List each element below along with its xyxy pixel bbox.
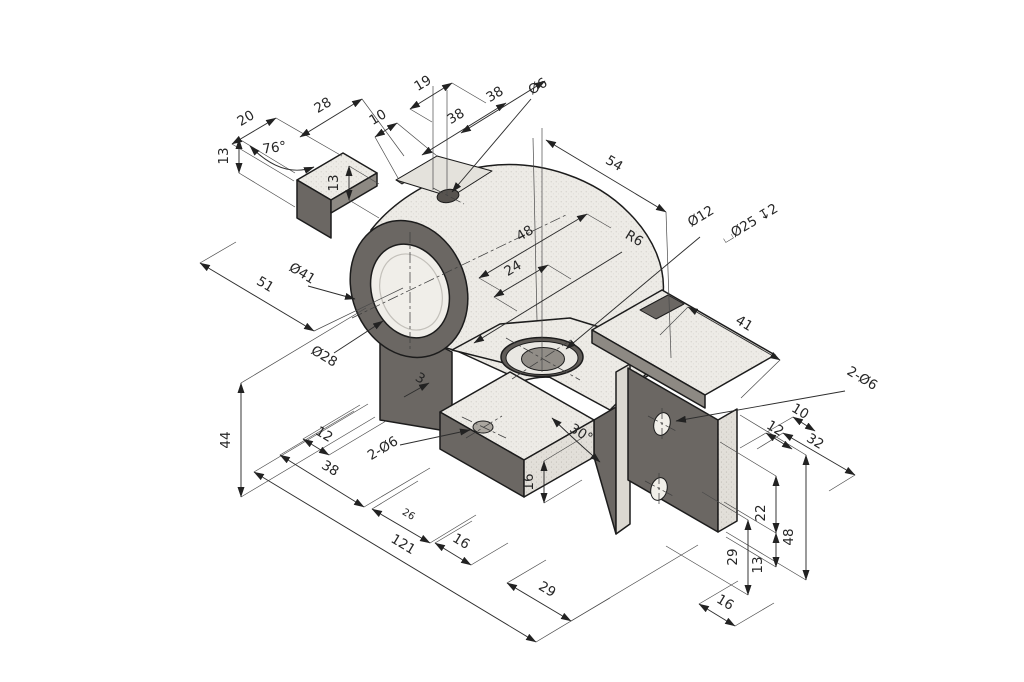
top-block-step-face xyxy=(330,172,378,214)
pocket-floor xyxy=(395,155,493,198)
dimension-labels: 20 28 10 19 38 38 Ø6 54 48 24 R6 Ø12 ⌴Ø2… xyxy=(216,72,880,614)
dim-41: 41 xyxy=(733,312,756,335)
dim-38-outer: 38 xyxy=(483,83,506,106)
dim-10-top: 10 xyxy=(366,106,389,129)
centerlines xyxy=(351,187,679,506)
dim-44: 44 xyxy=(218,431,234,448)
dim-20: 20 xyxy=(234,107,257,130)
dimension-lines xyxy=(199,80,856,643)
dim-13-right: 13 xyxy=(750,556,766,573)
dim-38-inner: 38 xyxy=(444,105,467,128)
dim-16-bottom-right: 16 xyxy=(714,591,737,614)
dim-16-bottom-mid: 16 xyxy=(450,530,473,553)
dim-angle-76: 76° xyxy=(261,138,287,157)
right-plate-front-edge xyxy=(591,329,706,409)
dim-51: 51 xyxy=(254,273,277,296)
dim-12-right: 12 xyxy=(764,417,787,440)
dim-29-bottom: 29 xyxy=(536,578,559,601)
mid-wall-side-face xyxy=(615,363,631,535)
dim-48-right: 48 xyxy=(781,528,797,545)
dim-29-right: 29 xyxy=(725,548,741,565)
dim-r6: R6 xyxy=(622,227,646,250)
top-block-front-face xyxy=(296,179,332,239)
dim-13-notch: 13 xyxy=(326,174,342,191)
dim-32: 32 xyxy=(804,430,827,453)
dim-13-left: 13 xyxy=(216,147,232,164)
dim-12-left: 12 xyxy=(313,423,336,446)
dim-28: 28 xyxy=(311,94,334,117)
dim-22: 22 xyxy=(753,504,769,521)
dim-24: 24 xyxy=(501,257,524,280)
dim-38-left: 38 xyxy=(319,457,342,480)
dim-54: 54 xyxy=(603,152,626,175)
dim-16-block: 16 xyxy=(521,473,537,490)
extension-lines xyxy=(199,82,856,643)
leader-lines xyxy=(249,98,846,463)
dim-19: 19 xyxy=(411,72,434,95)
dim-48-cylinder: 48 xyxy=(513,222,536,245)
cylinder-bore xyxy=(369,243,451,339)
right-plate-side-face xyxy=(717,408,738,533)
right-plate-notch xyxy=(639,294,685,320)
dim-10-right: 10 xyxy=(789,400,812,423)
